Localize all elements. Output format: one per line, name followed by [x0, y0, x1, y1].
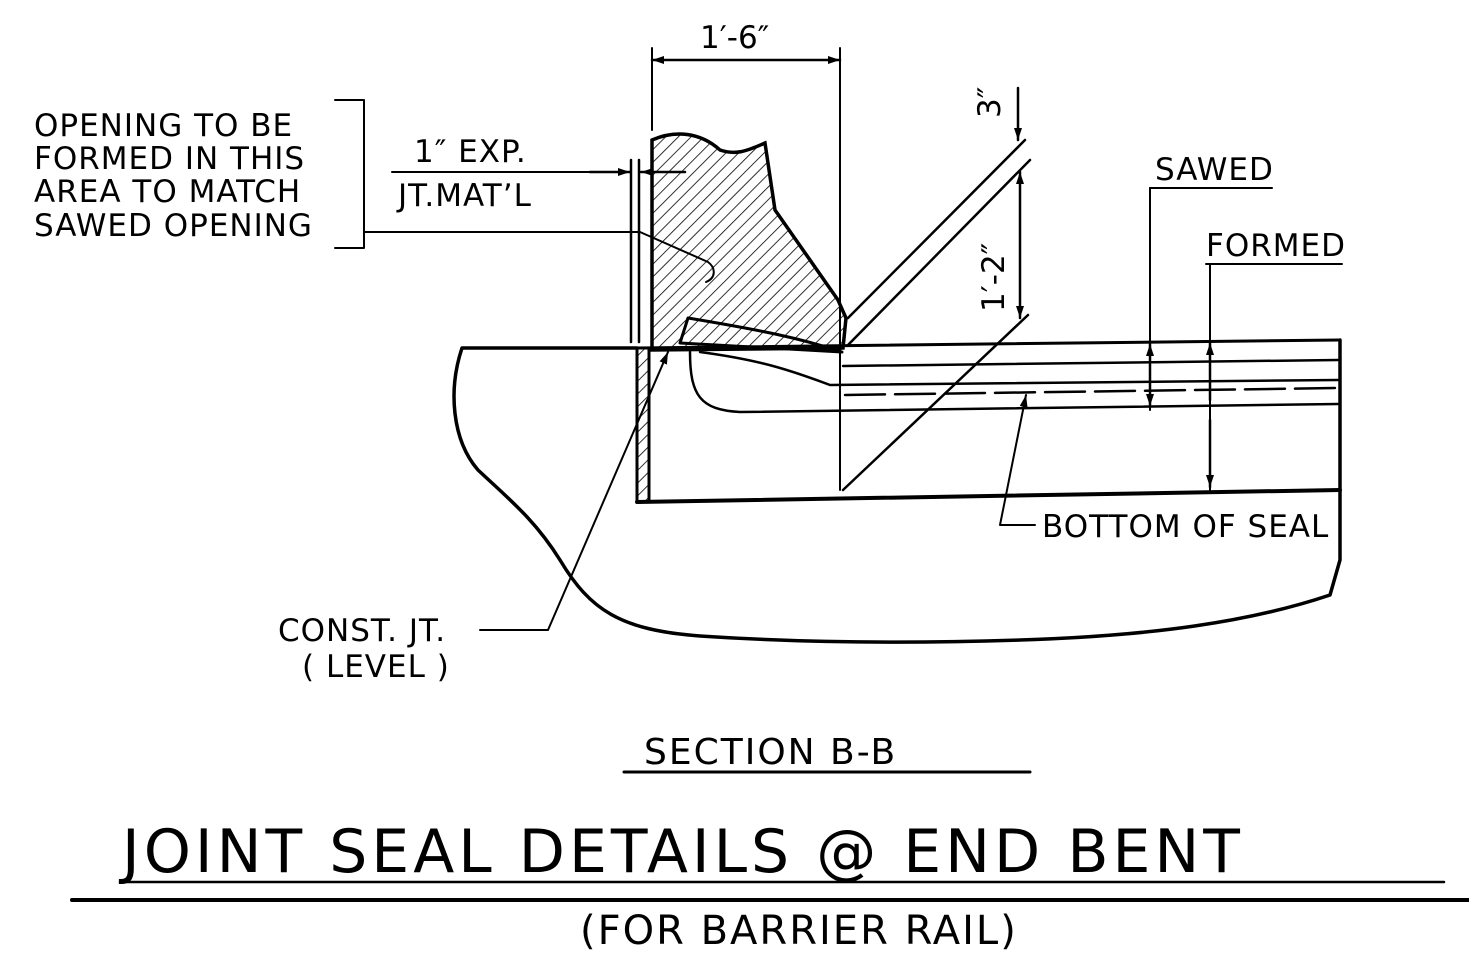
formed-label: FORMED: [1206, 228, 1346, 264]
seal-mid-curve: [698, 350, 1340, 387]
const-jt-level: ( LEVEL ): [302, 649, 450, 685]
seal-lower-curve: [688, 350, 1340, 414]
skew-line-3: [841, 313, 1030, 492]
bottom-of-seal-label: BOTTOM OF SEAL: [1042, 509, 1329, 545]
opening-note-line1: OPENING TO BE: [34, 108, 293, 144]
opening-note-line4: SAWED OPENING: [34, 208, 313, 244]
barrier-rail-section: [650, 132, 848, 352]
seal-pocket: [678, 316, 844, 354]
seal-upper-line: [841, 358, 1340, 368]
skew-line-2: [846, 158, 1032, 347]
drawing-title: JOINT SEAL DETAILS @ END BENT: [118, 817, 1244, 887]
sawed-label: SAWED: [1155, 152, 1274, 188]
slab-break-outline: [452, 338, 1342, 644]
opening-note-leader: [363, 231, 715, 283]
opening-note-bracket: [334, 99, 365, 249]
bottom-of-seal-leader: [999, 394, 1036, 526]
dim-width-label: 1′-6″: [700, 20, 769, 56]
exp-note-bottom: JT.MAT’L: [396, 178, 532, 214]
const-jt-leader: [479, 351, 669, 631]
dim-height-label: 1′-2″: [976, 243, 1012, 312]
drawing-subtitle: (FOR BARRIER RAIL): [580, 908, 1018, 954]
opening-note-line2: FORMED IN THIS: [34, 141, 305, 177]
dim-3in-label: 3″: [972, 87, 1008, 118]
seal-dash-1: [843, 386, 1340, 397]
skew-line-1: [846, 138, 1027, 320]
opening-note-line3: AREA TO MATCH: [34, 174, 301, 210]
expansion-joint-strip: [635, 346, 651, 504]
section-label: SECTION B-B: [644, 732, 897, 773]
bent-bottom-line: [635, 488, 1342, 504]
exp-note-top: 1″ EXP.: [414, 134, 527, 170]
const-jt-label: CONST. JT.: [278, 613, 446, 649]
